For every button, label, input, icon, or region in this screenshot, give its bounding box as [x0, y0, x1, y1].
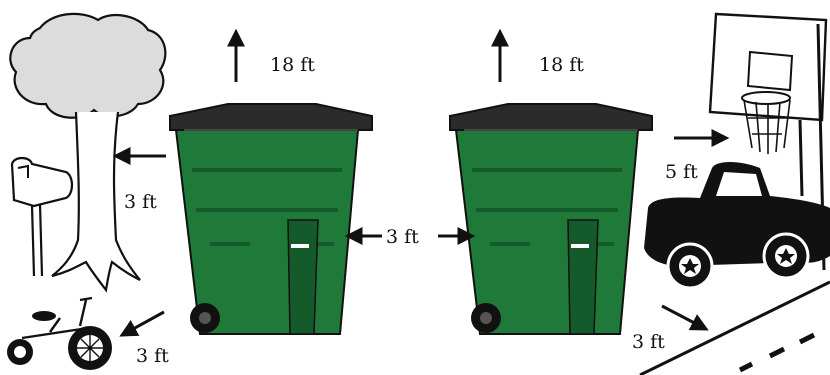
- label-bike: 3 ft: [136, 345, 169, 367]
- tree-icon: [9, 12, 167, 293]
- arrow-curb: [661, 304, 709, 331]
- arrow-bike: [119, 310, 165, 337]
- arrows: [112, 28, 730, 337]
- basketball-hoop-icon: [708, 12, 828, 271]
- label-overhead-right: 18 ft: [539, 54, 584, 76]
- tricycle-icon: [7, 296, 112, 370]
- trash-cart-right: [449, 103, 653, 335]
- label-overhead-left: 18 ft: [270, 54, 315, 76]
- label-between-carts: 3 ft: [386, 226, 419, 248]
- label-hoop-car: 5 ft: [665, 161, 698, 183]
- label-curb: 3 ft: [632, 331, 665, 353]
- car-icon: [644, 162, 830, 290]
- street-lines-icon: [639, 280, 830, 375]
- label-tree-mailbox: 3 ft: [124, 191, 157, 213]
- trash-cart-left: [169, 103, 373, 335]
- mailbox-icon: [10, 156, 74, 277]
